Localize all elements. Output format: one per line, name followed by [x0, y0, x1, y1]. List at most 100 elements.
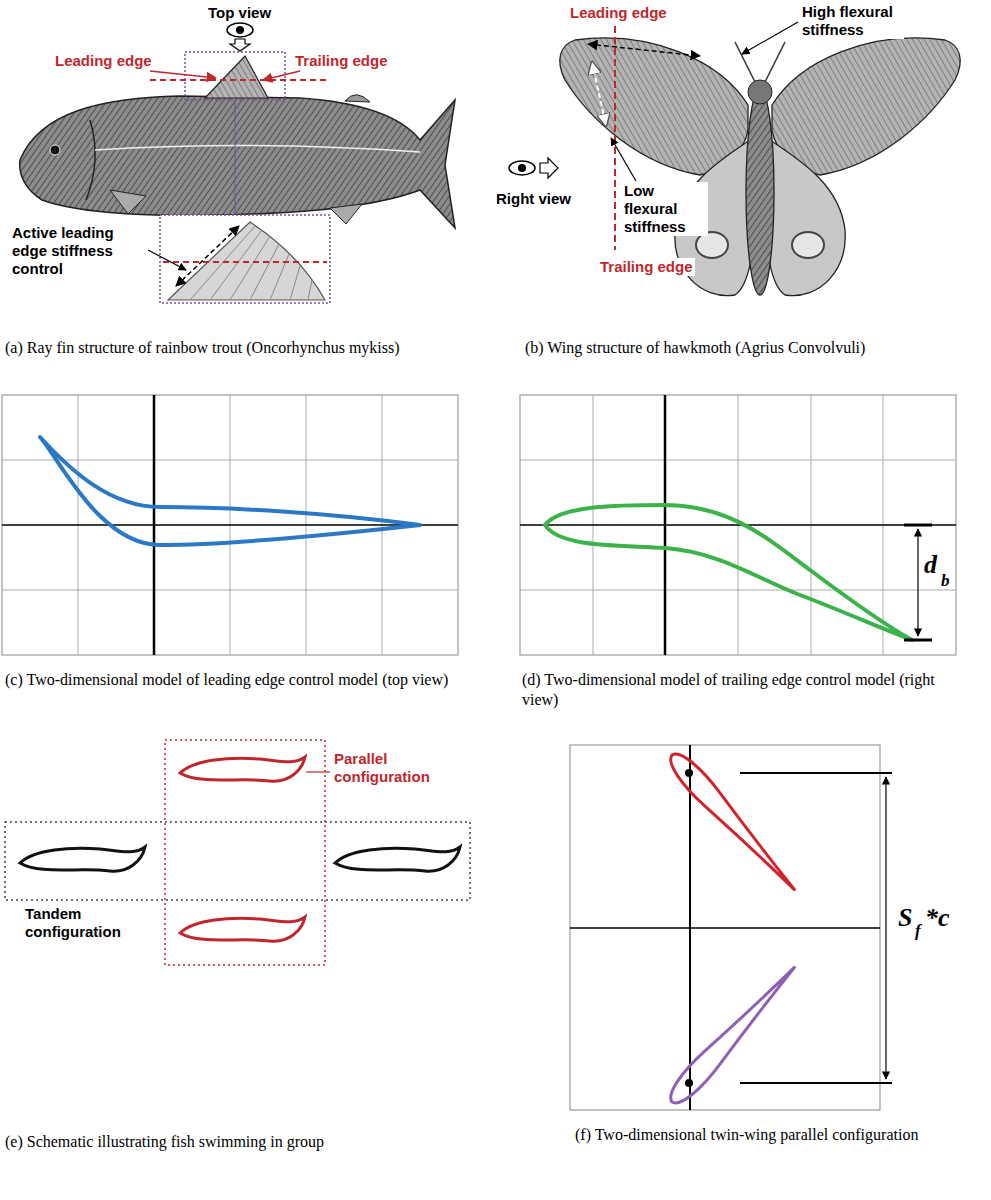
pectoral-fin	[110, 190, 146, 214]
foil-shape	[664, 959, 804, 1109]
group-label: Tandem configuration	[25, 905, 155, 941]
drawing-part	[270, 254, 289, 300]
drawing-part	[570, 745, 880, 1110]
forewing	[772, 38, 960, 175]
plot-f	[570, 745, 892, 1110]
dimension-label: *c	[925, 905, 950, 931]
view-label: Right view	[496, 190, 571, 208]
fish-shape	[180, 757, 305, 781]
dimension-line	[740, 1082, 892, 1084]
section-line	[150, 79, 330, 81]
drawing-part	[2, 590, 458, 591]
stiffness-arrow	[588, 44, 700, 56]
plot-c	[2, 395, 458, 655]
moth-body	[746, 89, 774, 295]
edge-label: Leading edge	[55, 52, 152, 70]
drawing-part	[664, 959, 804, 1109]
antenna	[765, 42, 785, 82]
anal-fin	[330, 204, 362, 224]
leader-arrow	[150, 71, 216, 78]
fish-body	[20, 96, 455, 228]
drawing-part	[664, 748, 804, 898]
drawing-part	[2, 395, 458, 655]
drawing-part	[2, 395, 458, 655]
leader-arrow	[742, 22, 798, 54]
drawing-part	[335, 847, 460, 871]
group-label: Parallel configuration	[334, 750, 474, 786]
dimension-arrow	[917, 529, 918, 636]
drawing-part	[520, 460, 956, 461]
pivot-dot	[685, 1079, 693, 1087]
drawing-part	[5, 822, 470, 900]
inset-box	[160, 215, 330, 303]
dorsal-fin	[205, 56, 268, 98]
drawing-part	[20, 847, 145, 871]
leader-arrow	[611, 138, 636, 181]
edge-label: Trailing edge	[295, 52, 388, 70]
lateral-line	[95, 145, 420, 152]
forewing	[560, 38, 748, 175]
eye-pupil	[236, 26, 244, 34]
drawing-part	[2, 460, 458, 461]
dimension-label: S	[898, 905, 912, 931]
dimension-arrow	[885, 777, 886, 1079]
drawing-part	[520, 590, 956, 591]
drawing-part	[230, 236, 270, 300]
dimension-tick	[904, 524, 932, 527]
leader-arrow	[148, 250, 186, 270]
eye-spot	[792, 232, 824, 258]
leading-edge-line	[614, 26, 616, 250]
fish-shape	[20, 847, 145, 871]
caption: (b) Wing structure of hawkmoth (Agrius C…	[525, 338, 975, 358]
dimension-line	[740, 772, 892, 774]
eye-icon	[227, 23, 253, 37]
stiffness-arrow	[176, 226, 239, 286]
drawing-part	[2, 524, 458, 526]
view-arrow	[540, 158, 558, 178]
drawing-part	[520, 524, 956, 526]
drawing-part	[180, 757, 305, 781]
plot-d	[520, 395, 956, 655]
caption: (e) Schematic illustrating fish swimming…	[5, 1132, 465, 1152]
drawing-part	[250, 244, 279, 300]
caption: (c) Two-dimensional model of leading edg…	[5, 670, 460, 690]
fish-shape	[335, 847, 460, 871]
annotation-label: Low flexural stiffness	[622, 182, 708, 236]
dimension-label: b	[941, 572, 950, 589]
moth-head	[748, 80, 772, 104]
annotation-label: High flexural stiffness	[800, 3, 904, 39]
view-arrow	[230, 39, 250, 51]
foil-shape	[664, 748, 804, 898]
foil-shape	[40, 437, 420, 545]
leader-line	[306, 771, 330, 772]
eye-pupil	[518, 164, 526, 172]
hawkmoth-illustration	[509, 22, 960, 296]
annotation-label: Active leading edge stiffness control	[10, 224, 148, 278]
dimension-label: d	[924, 552, 937, 578]
hindwing	[765, 140, 845, 296]
foil-shape	[545, 505, 912, 640]
zoom-leader	[235, 100, 236, 215]
drawing-part	[520, 395, 956, 655]
dimension-tick	[904, 639, 932, 642]
eye-icon	[509, 161, 535, 175]
drawing-part	[570, 927, 880, 929]
fish-eye	[50, 145, 60, 155]
leader-arrow	[263, 71, 300, 80]
edge-label: Trailing edge	[598, 258, 695, 276]
view-label: Top view	[208, 4, 271, 22]
drawing-part	[290, 266, 300, 300]
section-line	[163, 261, 327, 263]
edge-label: Leading edge	[570, 4, 667, 22]
drawing-part	[520, 395, 956, 655]
fish-shape	[180, 917, 305, 941]
pivot-dot	[685, 769, 693, 777]
gill-line	[86, 120, 95, 200]
caption: (a) Ray fin structure of rainbow trout (…	[5, 338, 455, 358]
stiffness-arrow	[592, 62, 606, 126]
dimension-label: f	[915, 922, 921, 939]
drawing-part	[308, 280, 312, 300]
caption: (f) Two-dimensional twin-wing parallel c…	[575, 1125, 975, 1145]
drawing-part	[165, 740, 325, 965]
